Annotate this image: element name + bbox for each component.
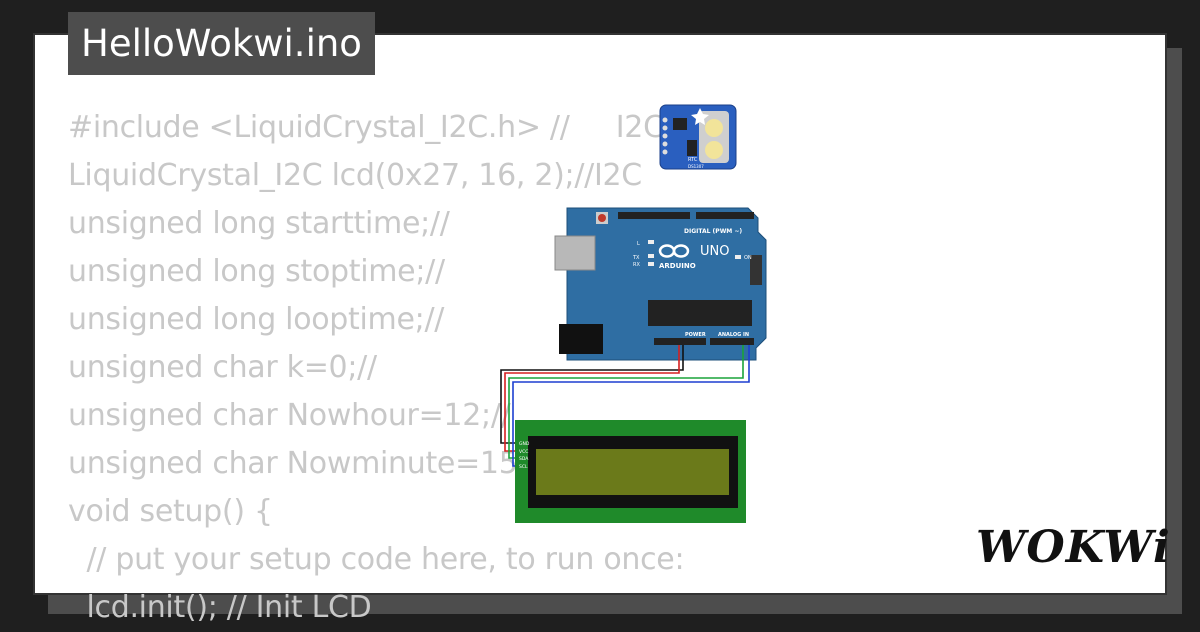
code-line: lcd.init(); // Init LCD [68, 590, 372, 625]
arduino-logo-icon [658, 244, 690, 258]
power-header-label: POWER [685, 332, 706, 338]
code-line: unsigned char k=0;// [68, 350, 377, 385]
code-line: #include <LiquidCrystal_I2C.h> // I2C [68, 110, 664, 145]
analog-header-label: ANALOG IN [718, 332, 749, 338]
board-brand-label: ARDUINO [659, 262, 696, 270]
lcd-pin-label: GND [519, 441, 530, 447]
led-rx-label: RX [633, 262, 640, 268]
code-line: unsigned long stoptime;// [68, 254, 445, 289]
lcd-pin-label: VCC [519, 449, 528, 455]
wire-sda [508, 345, 744, 459]
code-preview: #include <LiquidCrystal_I2C.h> // I2C Li… [68, 104, 685, 632]
rtc-chip-label: DS1307 [688, 164, 704, 169]
rtc-module[interactable]: RTC DS1307 [659, 104, 737, 170]
wires [500, 345, 750, 467]
digital-header-label: DIGITAL (PWM ~) [684, 228, 742, 235]
led-tx-label: TX [632, 255, 640, 261]
wire-scl [512, 345, 750, 467]
code-line: LiquidCrystal_I2C lcd(0x27, 16, 2);//I2C [68, 158, 642, 193]
rtc-label: RTC [688, 157, 698, 163]
code-line: unsigned char Nowminute=15 [68, 446, 518, 481]
led-l-label: L [637, 241, 640, 247]
code-line: // put your setup code here, to run once… [68, 542, 685, 577]
lcd-1602-display[interactable]: GND VCC SDA SCL [515, 420, 746, 523]
board-model-label: UNO [700, 244, 729, 259]
code-line: void setup() { [68, 494, 273, 529]
arduino-uno-board[interactable]: DIGITAL (PWM ~) UNO ARDUINO L TX RX ON P… [554, 207, 767, 361]
project-title: HelloWokwi.ino [68, 12, 375, 75]
lcd-pin-label: SCL [519, 464, 528, 470]
code-line: unsigned long starttime;// [68, 206, 450, 241]
code-line: unsigned char Nowhour=12;// [68, 398, 511, 433]
wire-gnd [500, 345, 684, 444]
code-line: unsigned long looptime;// [68, 302, 445, 337]
led-on-label: ON [744, 255, 752, 261]
lcd-pin-label: SDA [519, 456, 529, 462]
wokwi-logo: WOKWi [976, 522, 1171, 573]
